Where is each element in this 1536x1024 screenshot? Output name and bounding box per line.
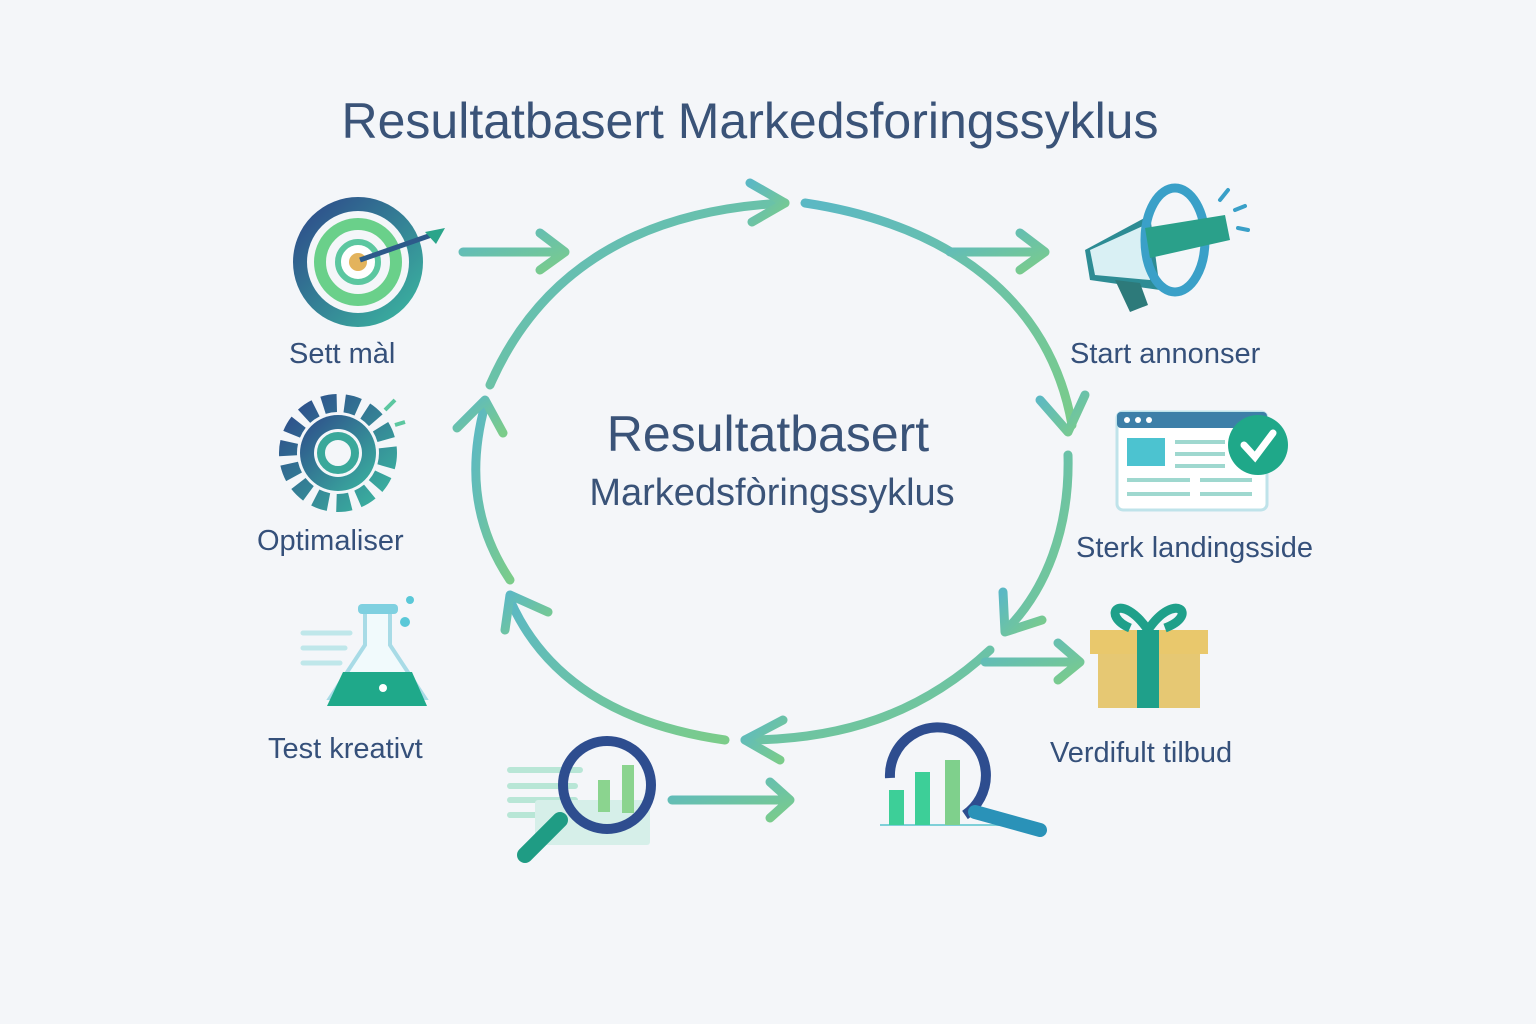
connector-arrow [458,228,570,275]
step-label-valuable-offer: Verdifult tilbud [1050,737,1233,769]
cycle-arc [471,400,515,585]
page-title: Resultatbasert Markedsforingssyklus [341,93,1159,149]
megaphone-icon [1085,183,1250,312]
cycle-arc [740,645,995,745]
gear-icon [279,394,406,512]
cycle-arc [1003,450,1073,633]
step-label-start-ads: Start annonser [1070,338,1261,370]
cycle-arc [485,198,790,390]
cycle-arc [800,198,1077,430]
cycle-arrowhead [500,590,553,635]
center-title-line2: Markedsfòringssyklus [589,472,955,514]
gift-icon [1090,603,1208,708]
target-icon [293,197,445,327]
step-label-landing-page: Sterk landingsside [1076,532,1313,564]
cycle-arrowhead [745,178,790,227]
cycle-arrowhead [452,395,508,438]
flask-icon [300,596,429,706]
landing-page-icon [1115,410,1288,512]
step-label-optimize: Optimaliser [257,525,404,557]
analytics-magnifier-icon [507,736,656,863]
center-title-line1: Resultatbasert [606,406,930,462]
connector-arrow [980,638,1085,685]
cycle-arrowhead [1035,390,1090,437]
connector-arrow [667,777,795,823]
cycle-arrowhead [740,715,788,765]
cycle-arrowhead [998,587,1047,637]
connector-arrow [945,228,1050,275]
growth-chart-icon [880,722,1047,837]
step-label-set-goals: Sett màl [289,338,396,370]
step-label-test-creative: Test kreativt [268,733,423,765]
cycle-arc [505,595,730,745]
